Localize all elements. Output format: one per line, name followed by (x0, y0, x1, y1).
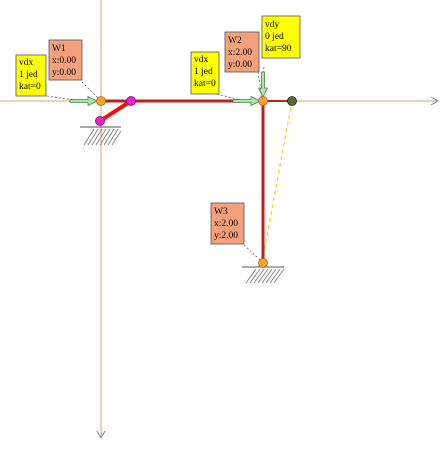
crank-link[interactable] (98, 99, 133, 123)
node-label-w1: W1 x:0.00 y:0.00 (48, 39, 83, 81)
joint-crank-top[interactable] (126, 96, 136, 106)
node-label-line: y:0.00 (52, 68, 76, 78)
ground-support-w1 (80, 126, 122, 146)
arrow-down-icon (96, 430, 106, 440)
node-label-line: W2 (228, 36, 242, 46)
node-label-line: x:2.00 (214, 219, 238, 229)
node-label-line: y:2.00 (214, 231, 238, 241)
force-label-f2: vdx 1 jed kat=0 (190, 51, 220, 95)
force-label-f1: vdx 1 jed kat=0 (15, 54, 47, 97)
joint-w1[interactable] (96, 96, 106, 106)
ground-support-w3 (242, 266, 285, 284)
node-label-line: x:2.00 (228, 48, 252, 58)
links (98, 99, 292, 263)
force-label-line: kat=0 (194, 79, 216, 89)
force-label-f3: vdy 0 jed kat=90 (261, 15, 301, 59)
node-label-line: y:0.00 (228, 60, 252, 70)
force-arrows (69, 71, 269, 107)
node-label-line: x:0.00 (52, 56, 76, 66)
force-label-line: kat=0 (19, 82, 41, 92)
force-arrow-icon[interactable] (69, 95, 98, 107)
node-label-line: W3 (214, 207, 228, 217)
joint-crank-ground[interactable] (95, 116, 105, 126)
force-label-line: vdy (265, 20, 280, 30)
force-arrow-icon[interactable] (257, 71, 269, 98)
force-label-line: 1 jed (194, 67, 213, 77)
force-label-line: vdx (194, 55, 209, 65)
dashed-coupler (261, 100, 293, 264)
joint-w3[interactable] (258, 258, 268, 268)
leaders (46, 66, 265, 262)
joint-w2[interactable] (258, 96, 268, 106)
joint-beam-end[interactable] (287, 96, 297, 106)
arrow-right-icon (430, 96, 440, 106)
node-label-line: W1 (52, 44, 66, 54)
force-label-line: vdx (19, 58, 34, 68)
node-label-w2: W2 x:2.00 y:0.00 (224, 31, 260, 73)
force-label-line: 1 jed (19, 70, 38, 80)
node-label-w3: W3 x:2.00 y:2.00 (210, 202, 245, 245)
joints (95, 96, 297, 268)
force-label-line: kat=90 (265, 44, 292, 54)
force-label-line: 0 jed (265, 32, 284, 42)
force-arrow-icon[interactable] (232, 95, 261, 107)
